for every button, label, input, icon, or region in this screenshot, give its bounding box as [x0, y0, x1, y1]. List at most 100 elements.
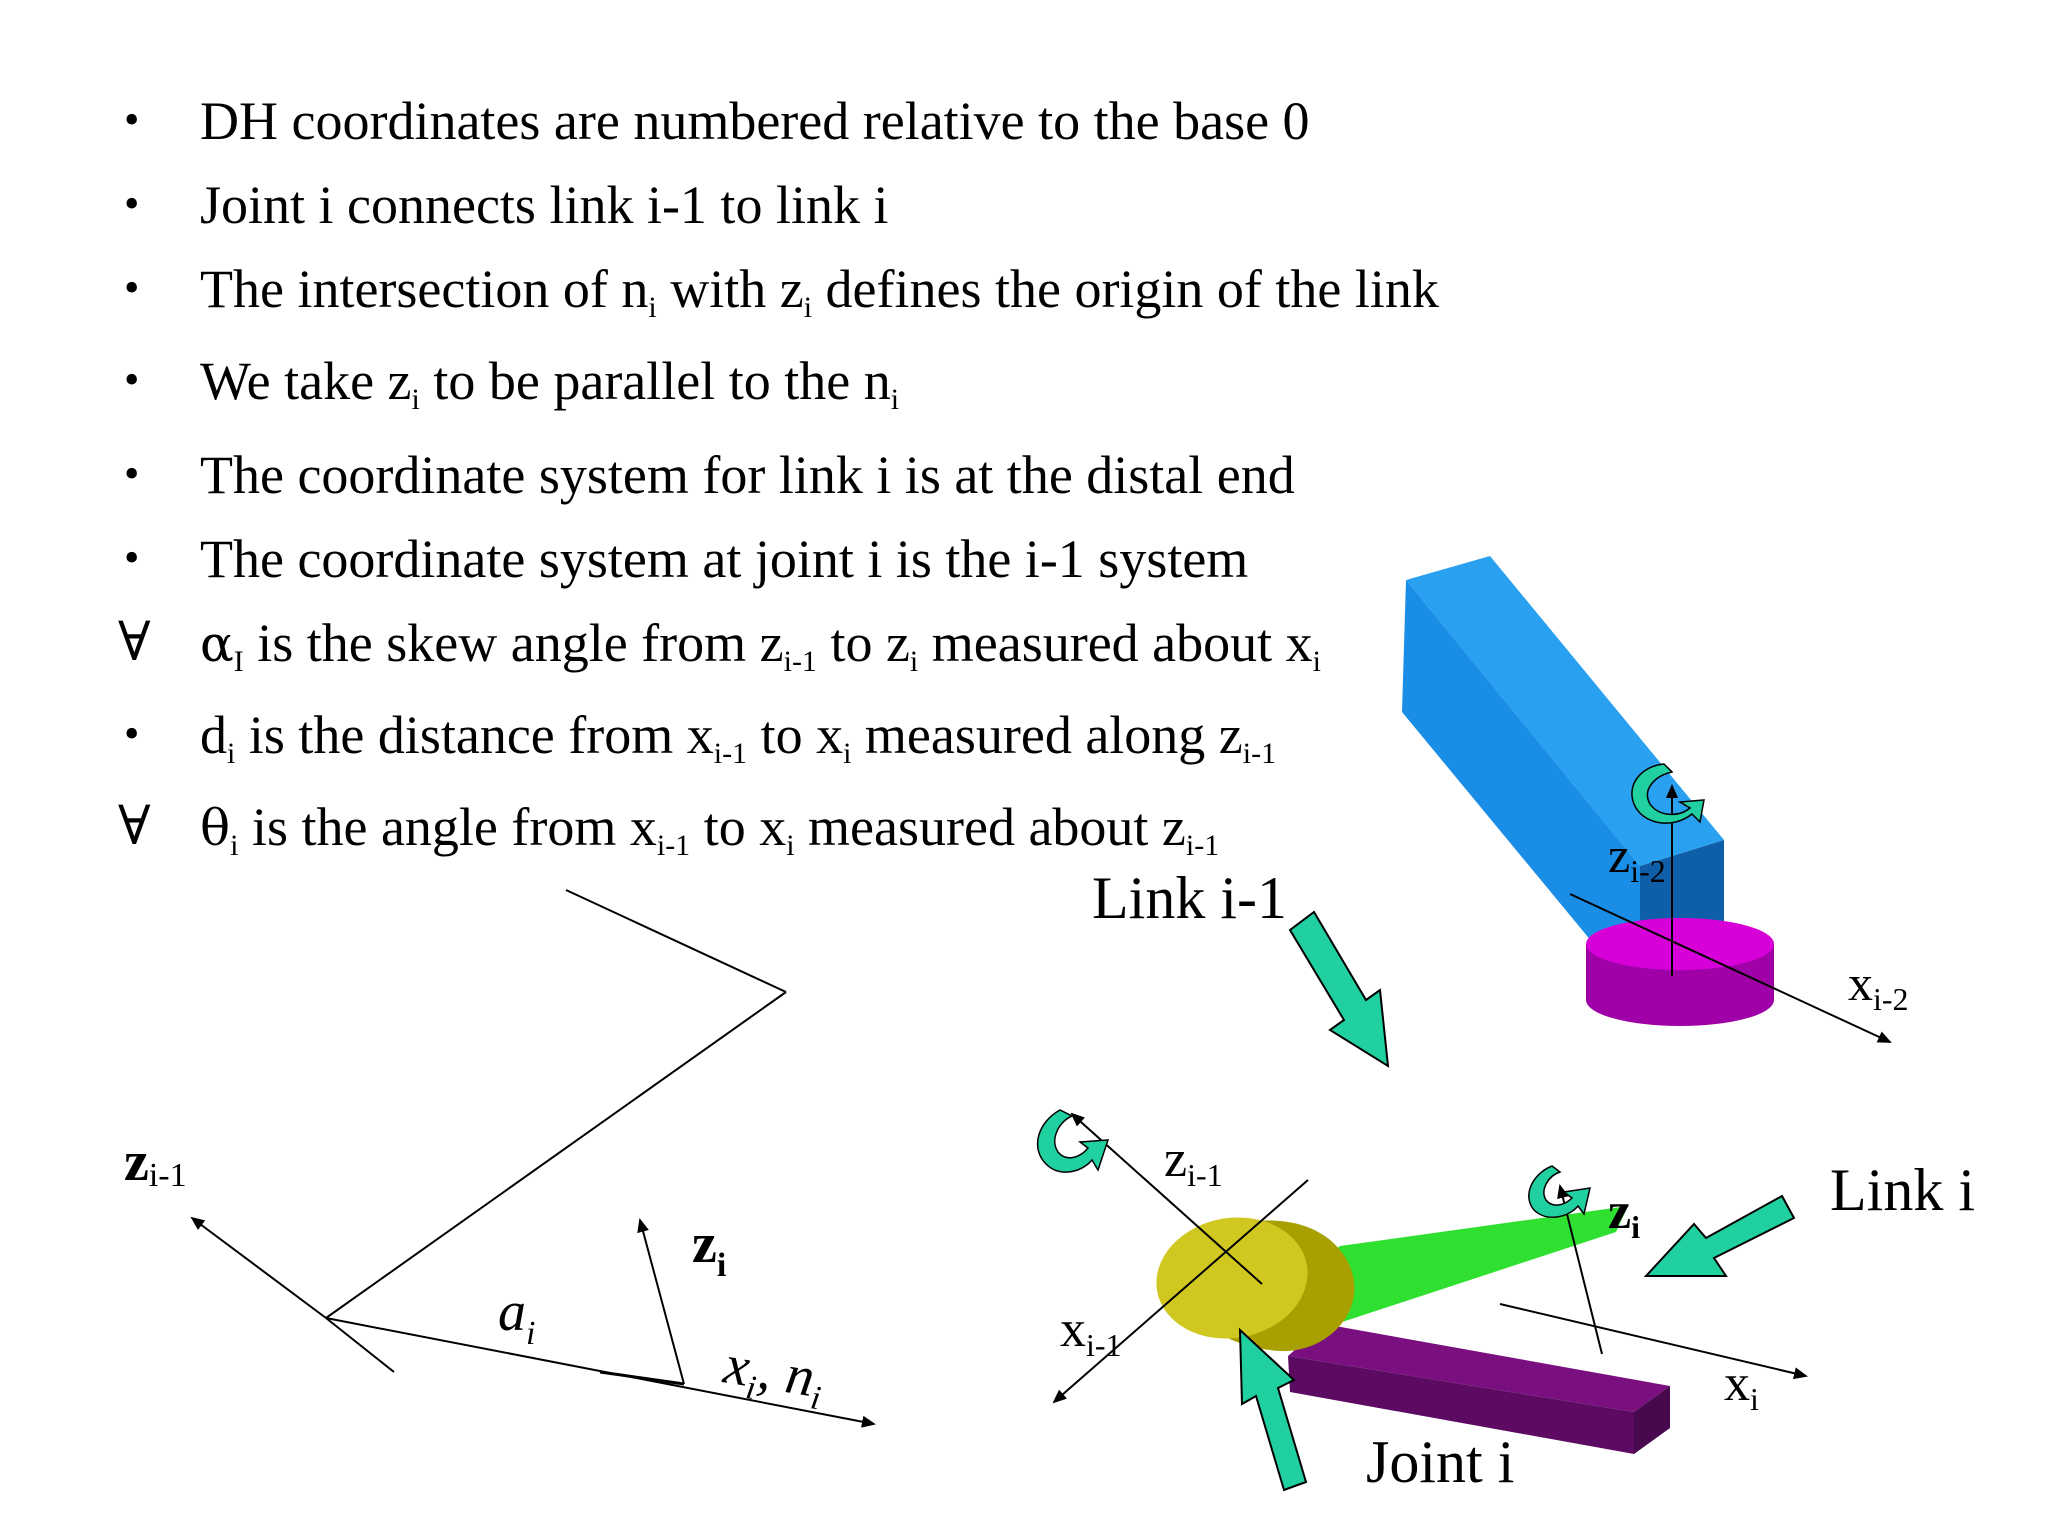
bullet-text: di is the distance from xi-1 to xi measu…	[200, 698, 1276, 772]
z-i-label: zi	[692, 1213, 726, 1284]
subscript: i-1	[656, 829, 691, 862]
subscript: i	[1312, 645, 1321, 678]
subscript: i	[227, 737, 236, 770]
z-i-label-3d: zi	[1608, 1183, 1640, 1245]
x-i-axis-3d	[1499, 1303, 1808, 1380]
z-i-axis	[637, 1218, 685, 1385]
bullet-text: Joint i connects link i-1 to link i	[200, 168, 888, 242]
subscript: i-1	[783, 645, 817, 678]
text-run: measured about x	[918, 613, 1313, 673]
green-link	[1296, 1206, 1628, 1326]
text-run: Joint i connects link i-1 to link i	[200, 175, 889, 235]
text-run: is the distance from x	[235, 705, 714, 765]
bullet-text: The coordinate system for link i is at t…	[200, 438, 1295, 512]
text-run: defines the origin of the link	[812, 259, 1439, 319]
link-prev-label: Link i-1	[1092, 865, 1287, 931]
text-run: to x	[690, 797, 787, 857]
x-i-n-i-label: xi, ni	[718, 1333, 828, 1417]
subscript: i-1	[1242, 737, 1277, 770]
rotation-arrow-right-icon	[1528, 1165, 1591, 1218]
text-run: The coordinate system for link i is at t…	[200, 445, 1295, 505]
bullet-dot-icon: •	[124, 179, 140, 228]
bullet-item: • The coordinate system at joint i is the…	[118, 522, 1598, 606]
text-run: measured about z	[794, 797, 1186, 857]
link-i-label: Link i	[1830, 1157, 1975, 1223]
left-diagram: zi-1 zi ai xi, ni	[124, 889, 876, 1428]
yellow-joint-cylinder	[1156, 1217, 1355, 1352]
bullet-item: •di is the distance from xi-1 to xi meas…	[118, 698, 1598, 782]
forall-symbol-icon: ∀	[118, 796, 151, 856]
subscript: i	[648, 291, 657, 324]
text-run: to x	[747, 705, 844, 765]
subscript: i	[230, 829, 239, 862]
text-run: The coordinate system at joint i is the …	[200, 529, 1249, 589]
text-run: is the skew angle from z	[243, 613, 784, 673]
subscript: i	[890, 383, 900, 416]
text-run: The intersection of n	[200, 259, 649, 319]
bullet-text: We take zi to be parallel to the ni	[200, 344, 899, 418]
pointer-arrow-joint-i	[1238, 1327, 1308, 1492]
x-prev2-label: xi-2	[1848, 955, 1909, 1017]
subscript: I	[233, 645, 244, 678]
text-run: to z	[816, 613, 910, 673]
purple-joint-block	[1288, 1324, 1670, 1454]
z-prev-label-3d: zi-1	[1164, 1131, 1223, 1193]
x-prev-label-3d: xi-1	[1060, 1301, 1122, 1363]
greek-symbol: α	[200, 615, 234, 673]
text-run: measured along z	[851, 705, 1243, 765]
z-prev-axis	[190, 1216, 327, 1319]
short-tick-line	[325, 1317, 395, 1373]
subscript: i	[843, 737, 852, 770]
forall-symbol-icon: ∀	[118, 612, 151, 672]
bullet-item: •The coordinate system for link i is at …	[118, 438, 1598, 522]
bullet-item: •The intersection of ni with zi defines …	[118, 252, 1598, 336]
subscript: i	[909, 645, 919, 678]
a-i-label: ai	[498, 1281, 535, 1352]
greek-symbol: θ	[200, 799, 231, 857]
bullet-dot-icon: •	[124, 263, 140, 312]
text-run: is the angle from x	[238, 797, 657, 857]
bullet-item: • DH coordinates are numbered relative to…	[118, 84, 1598, 168]
x-i-axis	[325, 1317, 876, 1428]
z-prev-label: zi-1	[124, 1131, 187, 1194]
joint-i-label: Joint i	[1366, 1429, 1514, 1495]
subscript: i-1	[713, 737, 748, 770]
bullet-text: αI is the skew angle from zi-1 to zi mea…	[200, 606, 1321, 681]
blue-link-front-face	[1402, 580, 1640, 1000]
bullet-item: ∀θi is the angle from xi-1 to xi measure…	[118, 790, 1598, 874]
x-i-label-3d: xi	[1724, 1355, 1759, 1417]
bullet-text: θi is the angle from xi-1 to xi measured…	[200, 790, 1219, 865]
bullet-dot-icon: •	[124, 95, 140, 144]
link-line-diagonal	[325, 991, 787, 1319]
bullet-item: ∀αI is the skew angle from zi-1 to zi me…	[118, 606, 1598, 690]
pointer-arrow-link-i	[1643, 1194, 1796, 1277]
rotation-arrow-top-icon	[1631, 763, 1705, 824]
text-run: We take z	[200, 351, 412, 411]
x-prev2-axis	[1569, 893, 1892, 1043]
subscript: i-1	[1185, 829, 1220, 862]
z-prev2-label: zi-2	[1608, 827, 1666, 889]
text-run: with z	[656, 259, 804, 319]
subscript: i	[803, 291, 813, 324]
purple-block-top	[1288, 1324, 1670, 1412]
bullet-item: • Joint i connects link i-1 to link i	[118, 168, 1598, 252]
x-prev-axis-3d	[1052, 1179, 1309, 1404]
bullet-text: The intersection of ni with zi defines t…	[200, 252, 1439, 326]
text-run: d	[200, 705, 227, 765]
yellow-face	[1156, 1217, 1308, 1339]
text-run: to be parallel to the n	[419, 351, 891, 411]
rotation-arrow-left-icon	[1036, 1109, 1110, 1173]
text-run: DH coordinates are numbered relative to …	[200, 91, 1310, 151]
subscript: i	[786, 829, 795, 862]
right-diagram: zi-2 xi-2	[1036, 556, 1975, 1495]
x-i-thick-segment	[599, 1370, 685, 1386]
bullet-text: The coordinate system at joint i is the …	[200, 522, 1248, 596]
bullet-dot-icon: •	[124, 533, 140, 582]
subscript: i	[411, 383, 420, 416]
link-line-upper	[565, 889, 787, 993]
magenta-cylinder	[1586, 918, 1774, 1026]
pointer-arrow-link-prev	[1288, 910, 1390, 1068]
bullet-dot-icon: •	[124, 355, 140, 404]
